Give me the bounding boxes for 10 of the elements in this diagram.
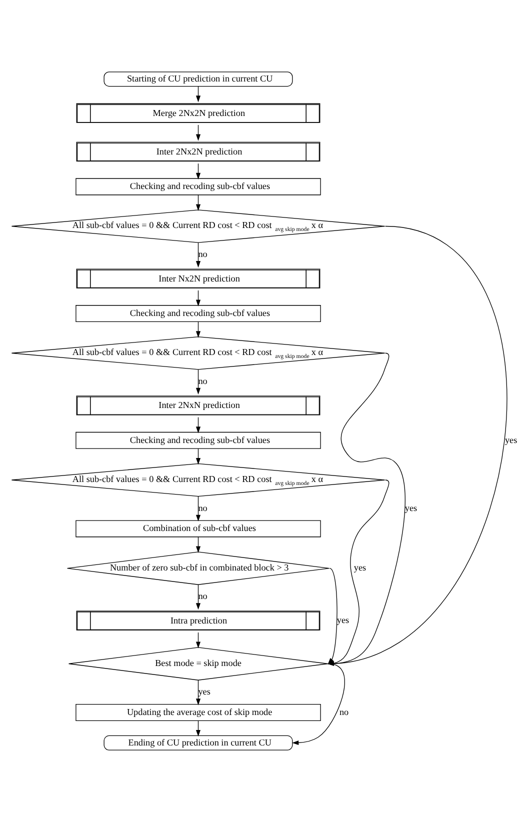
edge-label: yes — [336, 614, 349, 625]
edge-label: yes — [353, 562, 366, 572]
edge-label: no — [198, 375, 207, 386]
edge-label: yes — [504, 434, 517, 444]
edge-label: no — [198, 502, 207, 512]
edge-label: yes — [198, 686, 210, 696]
edge-label: yes — [404, 502, 417, 512]
edge-label: no — [339, 706, 348, 716]
edge-label: no — [198, 248, 207, 259]
edge-label: no — [198, 590, 207, 601]
